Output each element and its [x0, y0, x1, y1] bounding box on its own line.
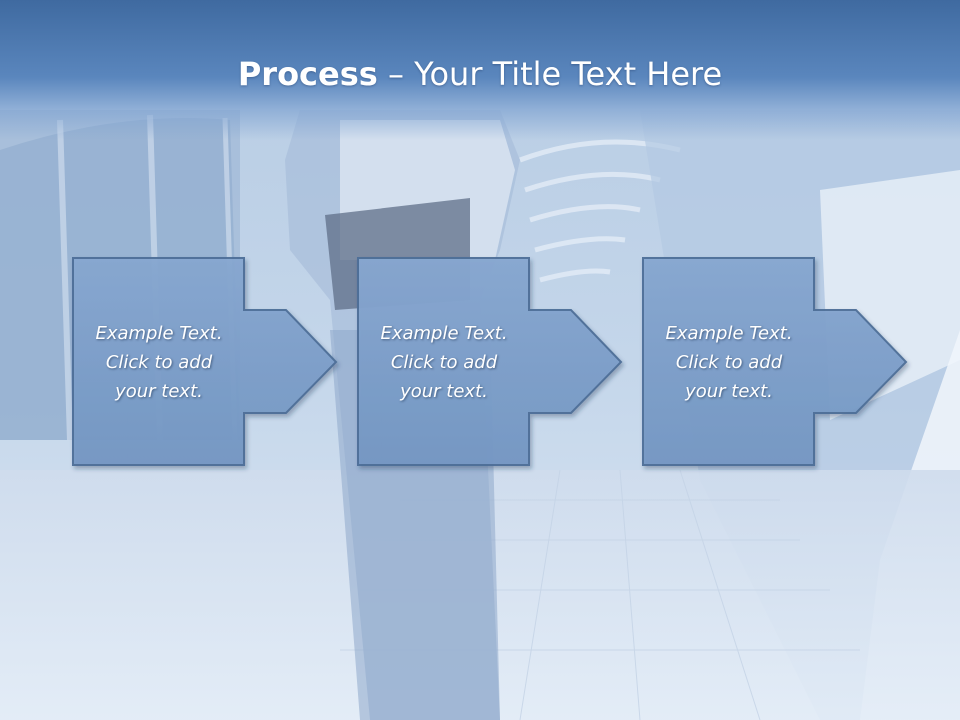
process-step-3-text[interactable]: Example Text. Click to add your text. [644, 259, 814, 465]
slide-title[interactable]: Process – Your Title Text Here [0, 52, 960, 96]
process-step-2-text[interactable]: Example Text. Click to add your text. [359, 259, 529, 465]
process-step-1-shape[interactable] [72, 257, 338, 466]
process-step-2-shape[interactable] [357, 257, 623, 466]
title-bar [0, 0, 960, 140]
process-step-1-label: Example Text. Click to add your text. [95, 322, 223, 402]
title-bold-text: Process [237, 55, 378, 93]
process-step-1-text[interactable]: Example Text. Click to add your text. [74, 259, 244, 465]
title-rest-text: – Your Title Text Here [377, 55, 723, 93]
process-step-3-label: Example Text. Click to add your text. [665, 322, 793, 402]
process-step-3-shape[interactable] [642, 257, 908, 466]
process-step-2-label: Example Text. Click to add your text. [380, 322, 508, 402]
